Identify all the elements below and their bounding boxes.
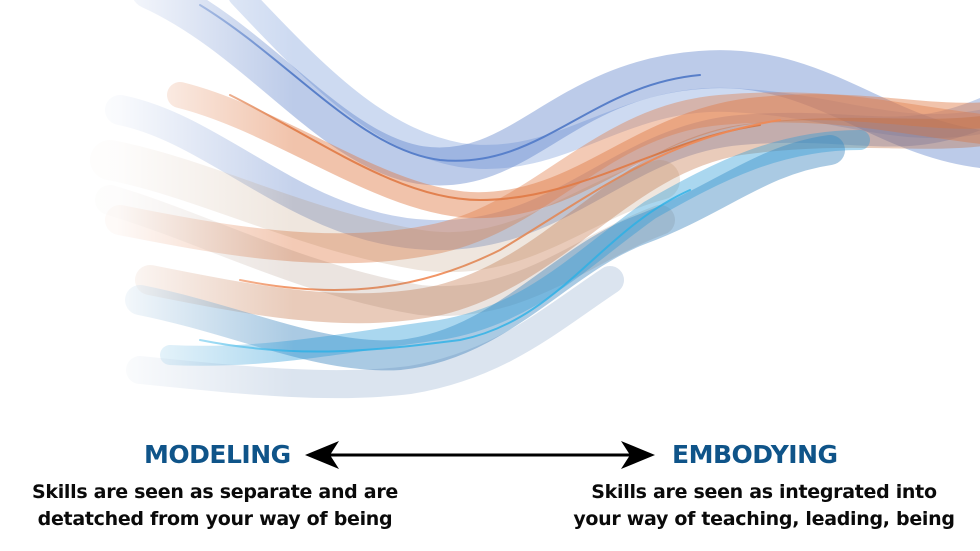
modeling-description-line-1: Skills are seen as separate and are (32, 481, 398, 503)
embodying-heading: EMBODYING (672, 440, 838, 469)
modeling-description: Skills are seen as separate and are deta… (0, 479, 430, 533)
modeling-description-line-2: detatched from your way of being (37, 508, 393, 530)
modeling-heading: MODELING (144, 440, 291, 469)
embodying-description: Skills are seen as integrated into your … (548, 479, 980, 533)
double-headed-arrow-icon (305, 441, 655, 469)
embodying-description-line-1: Skills are seen as integrated into (591, 481, 937, 503)
embodying-description-line-2: your way of teaching, leading, being (573, 508, 955, 530)
abstract-wave-graphic (0, 0, 980, 420)
